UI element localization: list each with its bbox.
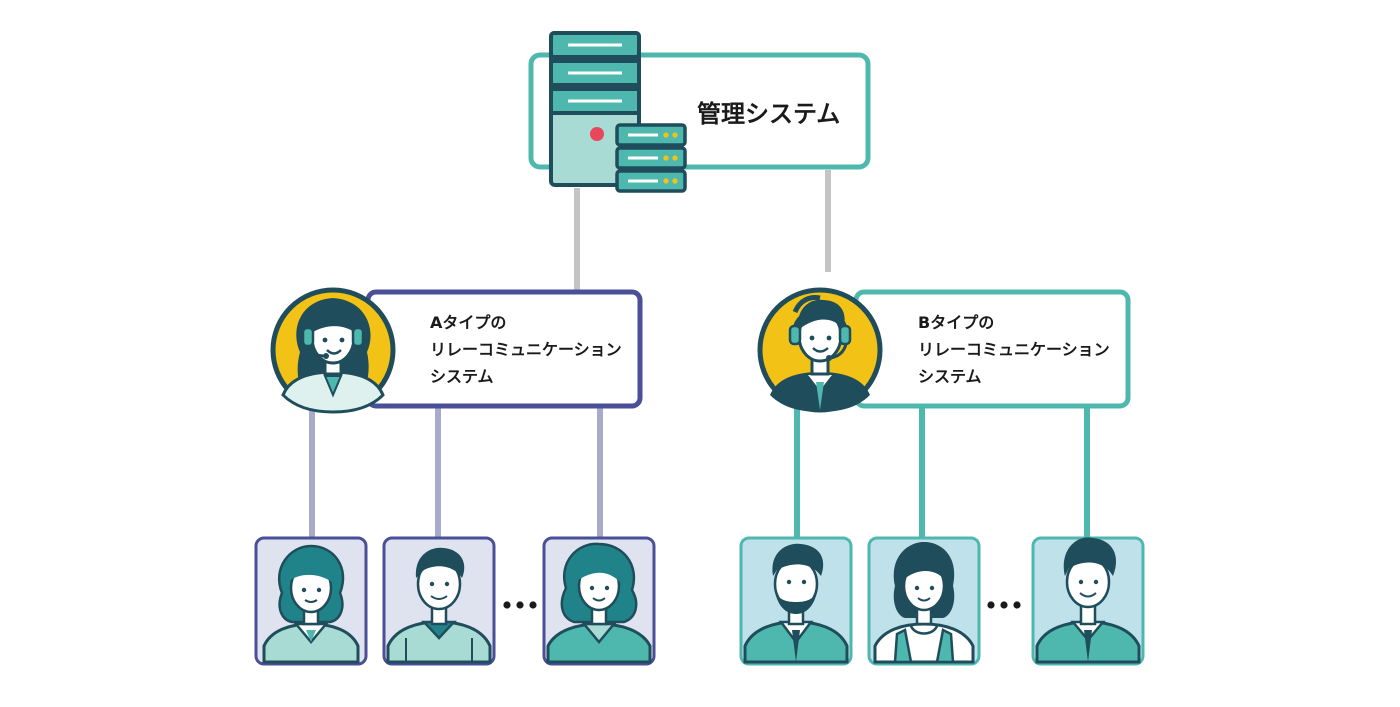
server-icon bbox=[549, 31, 641, 187]
ellipsis-b bbox=[987, 601, 1021, 609]
system-type-a-node: Aタイプの リレーコミュニケーション システム bbox=[270, 287, 643, 414]
user-card-a1 bbox=[254, 536, 368, 666]
ellipsis-a bbox=[503, 601, 537, 609]
system-type-b-title: Bタイプの リレーコミュニケーション システム bbox=[918, 313, 1115, 386]
operator-a-avatar bbox=[270, 287, 396, 414]
management-system-label: 管理システム bbox=[697, 100, 840, 128]
user-card-a3 bbox=[542, 536, 656, 666]
connectors bbox=[309, 170, 1090, 538]
user-card-b2 bbox=[867, 536, 981, 666]
user-card-a2 bbox=[382, 536, 496, 666]
operator-b-avatar bbox=[757, 287, 883, 413]
system-type-b-node: Bタイプの リレーコミュニケーション システム bbox=[757, 287, 1131, 413]
system-type-a-title: Aタイプの リレーコミュニケーション システム bbox=[430, 313, 627, 386]
user-card-b1 bbox=[739, 536, 853, 666]
management-system-node: 管理システム bbox=[528, 31, 871, 193]
server-stack-icon bbox=[615, 123, 687, 193]
user-card-b3 bbox=[1031, 536, 1145, 666]
